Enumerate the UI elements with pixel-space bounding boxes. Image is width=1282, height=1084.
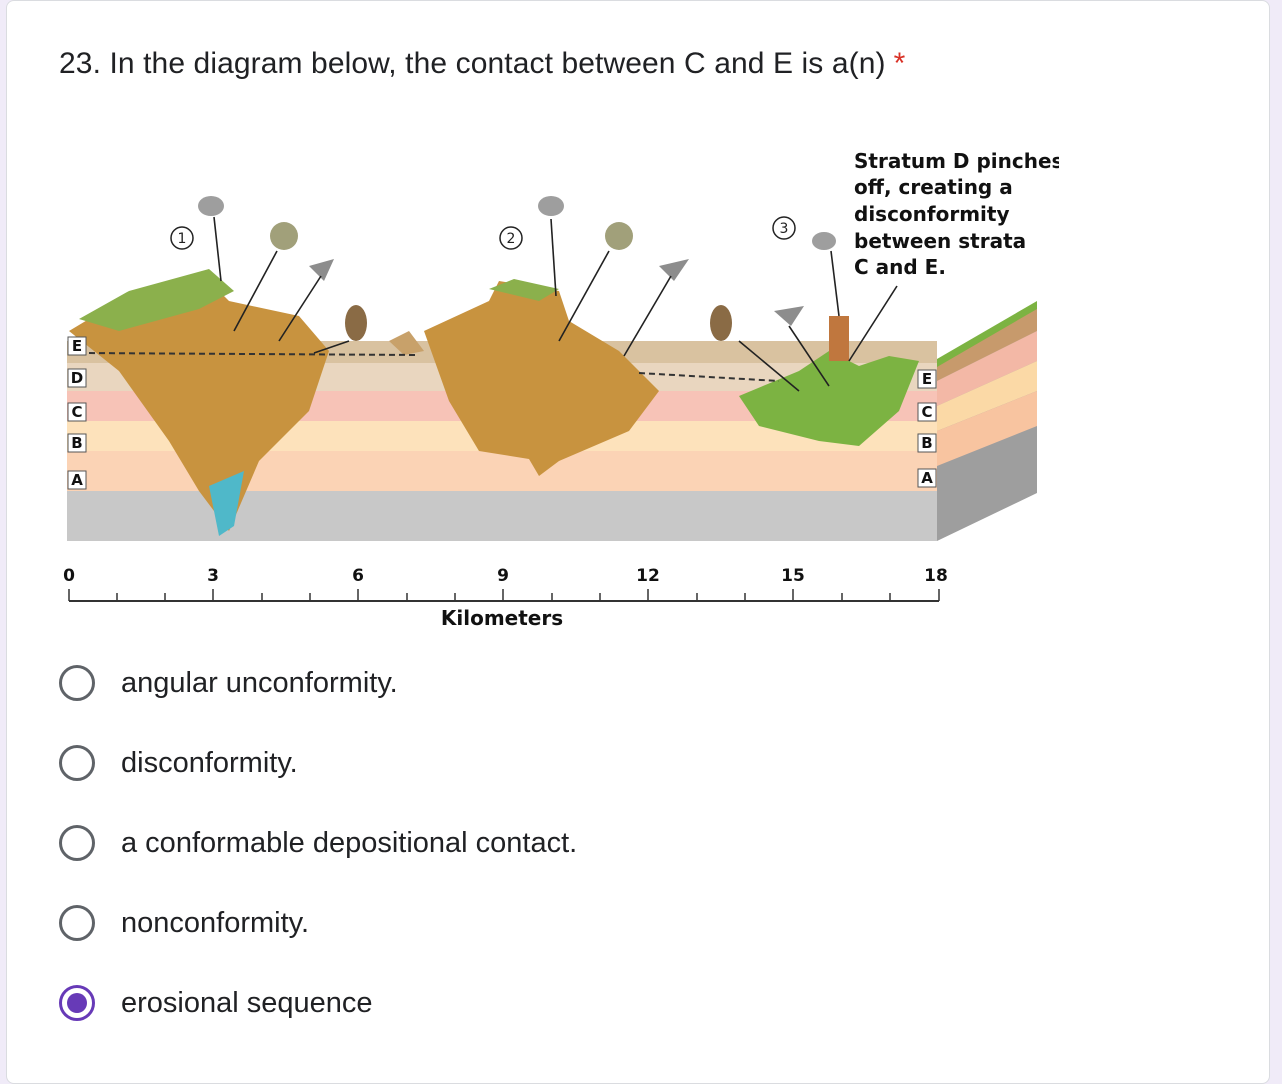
contact-lines: [78, 352, 780, 382]
annotation-line-3: disconformity: [854, 202, 1010, 226]
block-side: [937, 301, 1037, 541]
radio-button[interactable]: [59, 665, 95, 701]
question-text: 23. In the diagram below, the contact be…: [59, 47, 886, 80]
left-stratum-a: A: [71, 471, 83, 489]
location-marker-1: [170, 226, 194, 250]
option-conformable-contact[interactable]: a conformable depositional contact.: [59, 821, 759, 865]
annotation-line-4: between strata: [854, 229, 1026, 253]
question-title: 23. In the diagram below, the contact be…: [59, 47, 905, 81]
scale-tick-6: 6: [352, 566, 364, 586]
radio-button-selected[interactable]: [59, 985, 95, 1021]
scale-tick-12: 12: [636, 566, 660, 586]
landscape: [69, 269, 919, 536]
strata-diagram: 1 2 3 Stratum D pinches off, creating a …: [59, 141, 1063, 641]
option-label: disconformity.: [121, 746, 298, 779]
radio-button[interactable]: [59, 745, 95, 781]
leader-lines: [213, 216, 898, 392]
radio-selected-dot: [67, 993, 87, 1013]
option-label: angular unconformity.: [121, 666, 398, 699]
option-erosional-sequence[interactable]: erosional sequence: [59, 981, 759, 1025]
option-angular-unconformity[interactable]: angular unconformity.: [59, 661, 759, 705]
option-label: a conformable depositional contact.: [121, 826, 578, 859]
left-strata-labels: E D C B A: [67, 336, 87, 490]
scale-tick-0: 0: [63, 566, 75, 586]
option-disconformity[interactable]: disconformity.: [59, 741, 759, 785]
right-strata-labels: E C B A: [917, 369, 937, 488]
scale-bar: 0 3 6 9 12 15 18 Kilometers: [63, 566, 948, 630]
option-nonconformity[interactable]: nonconformity.: [59, 901, 759, 945]
scale-tick-18: 18: [924, 566, 948, 586]
right-stratum-b: B: [921, 434, 932, 452]
right-stratum-c: C: [921, 403, 932, 421]
left-stratum-b: B: [71, 434, 82, 452]
location-marker-3: [772, 216, 796, 240]
required-asterisk: *: [893, 47, 906, 80]
right-stratum-a: A: [921, 469, 933, 487]
location-label-3: 3: [780, 221, 789, 237]
left-stratum-d: D: [71, 369, 83, 387]
annotation-line-1: Stratum D pinches: [854, 149, 1059, 173]
left-stratum-e: E: [72, 337, 82, 355]
location-markers: 1 2 3: [170, 216, 796, 250]
location-label-2: 2: [507, 231, 516, 247]
annotation: Stratum D pinches off, creating a discon…: [854, 149, 1063, 279]
scale-tick-3: 3: [207, 566, 219, 586]
fossil-icons: [198, 196, 836, 341]
right-stratum-e: E: [922, 370, 932, 388]
scale-tick-9: 9: [497, 566, 509, 586]
location-label-1: 1: [178, 231, 187, 247]
location-marker-2: [499, 226, 523, 250]
annotation-line-2: off, creating a: [854, 175, 1013, 199]
annotation-line-5: C and E.: [854, 255, 946, 279]
radio-button[interactable]: [59, 905, 95, 941]
strata-diagram-svg: 1 2 3 Stratum D pinches off, creating a …: [63, 149, 1063, 630]
scale-tick-15: 15: [781, 566, 805, 586]
option-label: nonconformity.: [121, 906, 310, 939]
scale-label: Kilometers: [441, 606, 563, 630]
radio-button[interactable]: [59, 825, 95, 861]
option-label: erosional sequence: [121, 986, 373, 1019]
question-card: 23. In the diagram below, the contact be…: [6, 0, 1270, 1084]
left-stratum-c: C: [71, 403, 82, 421]
